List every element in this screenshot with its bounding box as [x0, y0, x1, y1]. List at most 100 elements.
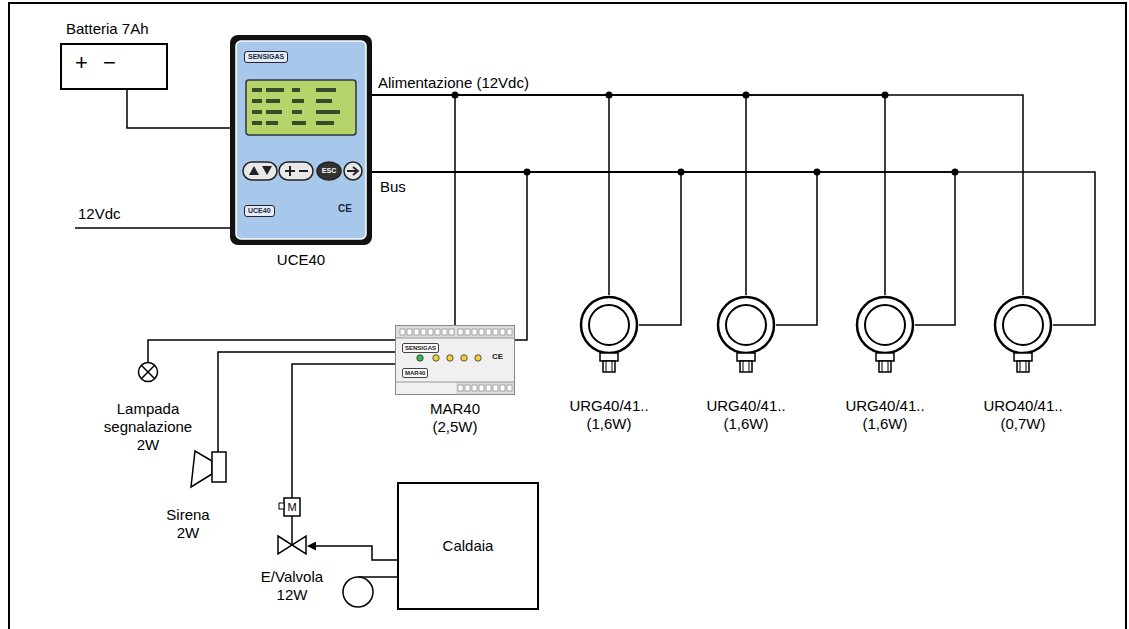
drawing-line	[396, 382, 514, 383]
drawing-rect	[737, 353, 755, 361]
shape-outline	[138, 362, 158, 382]
drawing-circle	[417, 355, 423, 361]
device-label: UCE40	[277, 251, 325, 269]
drawing-rect	[266, 121, 278, 125]
drawing-line	[888, 361, 889, 372]
drawing-rect	[472, 385, 477, 391]
drawing-rect	[493, 329, 498, 335]
wire-connector	[148, 340, 395, 362]
drawing-rect	[428, 329, 433, 335]
signal-lamp: Lampada segnalazione 2W	[138, 362, 158, 382]
drawing-rect	[292, 121, 306, 125]
bus-line-label: Bus	[380, 178, 406, 196]
siren-symbol: Sirena 2W	[190, 452, 230, 488]
drawing-rect	[243, 162, 277, 180]
drawing-rect	[435, 329, 440, 335]
drawing-rect	[479, 385, 484, 391]
drawing-rect	[292, 99, 304, 103]
drawing-line	[743, 361, 744, 372]
page-frame	[9, 3, 1126, 629]
boiler-fan	[343, 577, 397, 607]
drawing-rect	[316, 110, 340, 114]
drawing-rect	[500, 385, 505, 391]
drawing-rect	[465, 385, 470, 391]
drawing-circle	[475, 355, 481, 361]
model-tag: MAR40	[402, 368, 428, 378]
drawing-circle	[433, 355, 439, 361]
model-tag: UCE40	[244, 205, 275, 217]
sensor-label: URG40/41.. (1,6W)	[835, 397, 935, 433]
drawing-rect	[472, 329, 477, 335]
drawing-circle	[344, 162, 362, 180]
polarity-minus: −	[103, 50, 116, 76]
drawing-rect	[740, 361, 752, 372]
drawing-circle	[726, 305, 766, 345]
drawing-rect	[507, 329, 512, 335]
drawing-rect	[600, 353, 618, 361]
wire-connector	[372, 95, 746, 295]
brand-tag: SENSIGAS	[402, 343, 439, 353]
drawing-rect	[266, 110, 282, 114]
drawing-rect	[266, 88, 284, 92]
supply-wire	[75, 227, 230, 229]
drawing-line	[612, 361, 613, 372]
drawing-circle	[139, 363, 158, 382]
heading-label: Batteria 7Ah	[66, 20, 149, 38]
lamp-label: Lampada segnalazione 2W	[100, 400, 196, 454]
wire-connector	[308, 546, 397, 560]
sensor-label: URG40/41.. (1,6W)	[559, 397, 659, 433]
drawing-path	[249, 166, 272, 175]
drawing-rect	[407, 329, 412, 335]
drawing-rect	[479, 329, 484, 335]
drawing-rect	[486, 385, 491, 391]
drawing-line	[396, 338, 514, 339]
drawing-rect	[458, 329, 463, 335]
junction-dots	[452, 92, 959, 176]
drawing-rect	[252, 99, 262, 103]
sensor-label: URG40/41.. (1,6W)	[696, 397, 796, 433]
wire-connector	[372, 95, 1023, 295]
drawing-rect	[465, 329, 470, 335]
wire-connector	[372, 172, 527, 340]
shape-outline	[716, 295, 776, 375]
wire-connector	[218, 352, 395, 452]
drawing-line	[1020, 361, 1021, 372]
drawing-line	[882, 361, 883, 372]
drawing-line	[291, 516, 293, 545]
gas-sensor: URG40/41.. (1,6W)	[716, 295, 776, 375]
wire-connector	[372, 172, 681, 325]
drawing-rect	[400, 329, 405, 335]
sensor-label: URO40/41.. (0,7W)	[973, 397, 1073, 433]
boiler-label: Caldaia	[399, 537, 537, 555]
drawing-rect	[252, 88, 262, 92]
drawing-rect	[500, 329, 505, 335]
wire-connector	[372, 95, 609, 295]
drawing-circle	[1003, 305, 1043, 345]
drawing-polygon	[191, 451, 212, 487]
drawing-line	[749, 361, 750, 372]
brand-tag: SENSIGAS	[244, 51, 288, 63]
drawing-rect	[279, 503, 284, 509]
shape-outline	[993, 295, 1053, 375]
drawing-rect	[458, 385, 463, 391]
motor-letter: M	[284, 499, 300, 515]
button-label: ESC	[317, 166, 341, 176]
drawing-rect	[252, 110, 262, 114]
shape-outline	[855, 295, 915, 375]
drawing-rect	[266, 99, 280, 103]
wire-connector	[372, 95, 455, 325]
drawing-polygon	[278, 536, 306, 554]
solenoid-valve: ME/Valvola 12W	[276, 498, 308, 556]
drawing-line	[606, 361, 607, 372]
boiler-box: Caldaia	[397, 482, 539, 610]
ce-mark: CE	[338, 203, 352, 215]
drawing-rect	[876, 353, 894, 361]
ce-mark: CE	[492, 352, 503, 362]
drawing-rect	[1017, 361, 1029, 372]
drawing-ellipse	[317, 162, 341, 180]
drawing-rect	[284, 498, 300, 516]
device-label: MAR40 (2,5W)	[424, 400, 486, 436]
shape-outline	[579, 295, 639, 375]
